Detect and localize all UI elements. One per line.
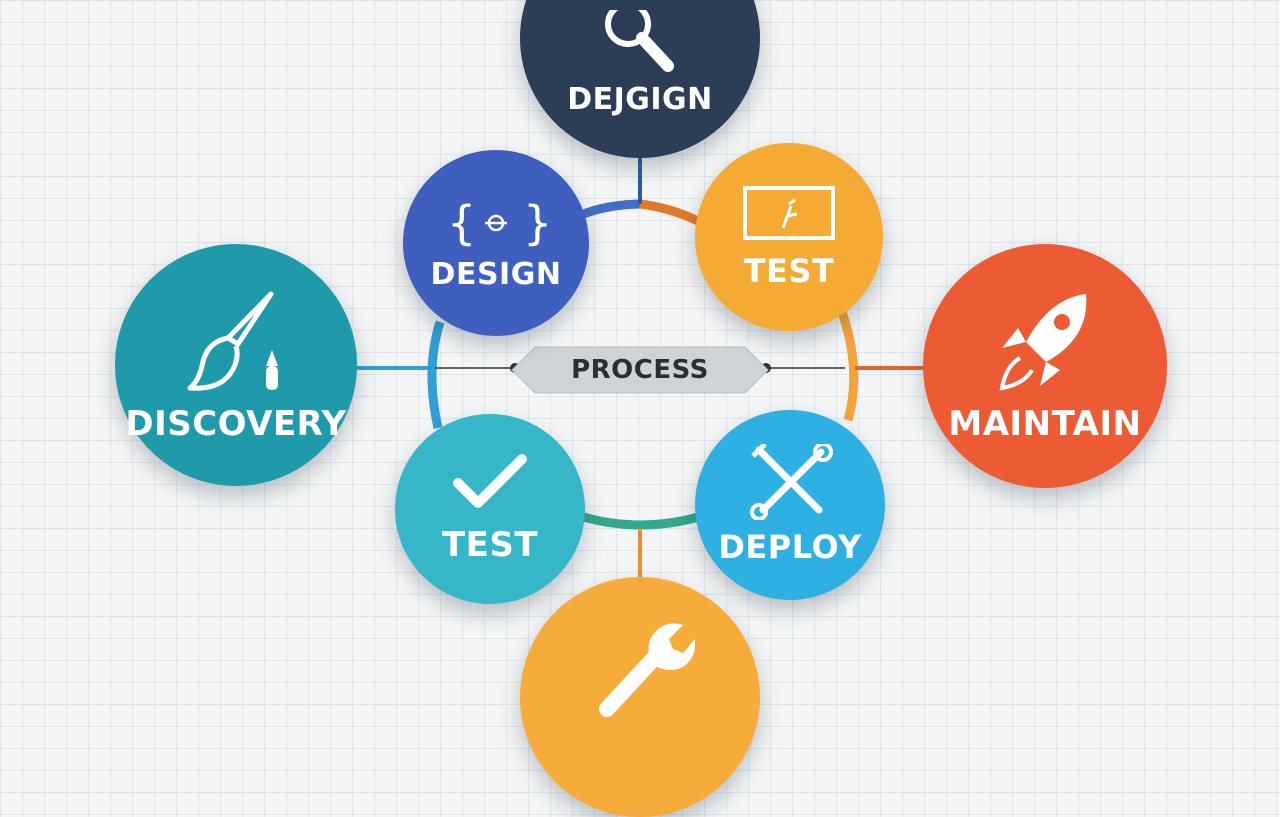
node-test-bottom[interactable]: TEST (395, 414, 585, 604)
tools-icon (750, 444, 833, 520)
node-bottom[interactable] (520, 577, 760, 817)
node-discovery[interactable]: DISCOVERY (115, 244, 357, 486)
node-discovery-label: DISCOVERY (125, 404, 347, 444)
ring-arc-top-right (639, 199, 703, 227)
node-deploy[interactable]: DEPLOY (695, 410, 885, 600)
checkmark-icon (453, 454, 527, 508)
wrench-icon (599, 623, 695, 717)
node-test-top-label: TEST (743, 252, 835, 290)
magnifier-icon (605, 9, 674, 72)
ring-arc-bottom (578, 511, 704, 530)
node-design[interactable]: { } DESIGN (403, 150, 589, 336)
node-maintain-label: MAINTAIN (948, 404, 1142, 444)
node-design-label: DESIGN (430, 256, 562, 292)
node-test-top[interactable]: TEST (695, 143, 883, 331)
svg-text:}: } (523, 196, 551, 250)
node-test-bottom-label: TEST (441, 525, 539, 565)
center-label: PROCESS (571, 355, 709, 385)
center-banner-shape (511, 346, 769, 394)
rocket-icon (999, 294, 1087, 391)
paintbrush-icon (187, 291, 278, 391)
node-deploy-label: DEPLOY (718, 528, 862, 566)
code-braces-icon: { } (447, 196, 551, 250)
ring-arc-right (837, 310, 859, 422)
center-banner: PROCESS (512, 347, 768, 393)
connector-lines (355, 150, 925, 585)
node-maintain[interactable]: MAINTAIN (923, 244, 1167, 488)
process-diagram: PROCESS DEJGIGN { } DESIGN TEST (115, 0, 1167, 817)
ring-arc-left (427, 320, 445, 429)
monitor-icon (743, 186, 835, 240)
svg-text:{: { (447, 196, 476, 250)
node-top-label: DEJGIGN (567, 81, 713, 117)
